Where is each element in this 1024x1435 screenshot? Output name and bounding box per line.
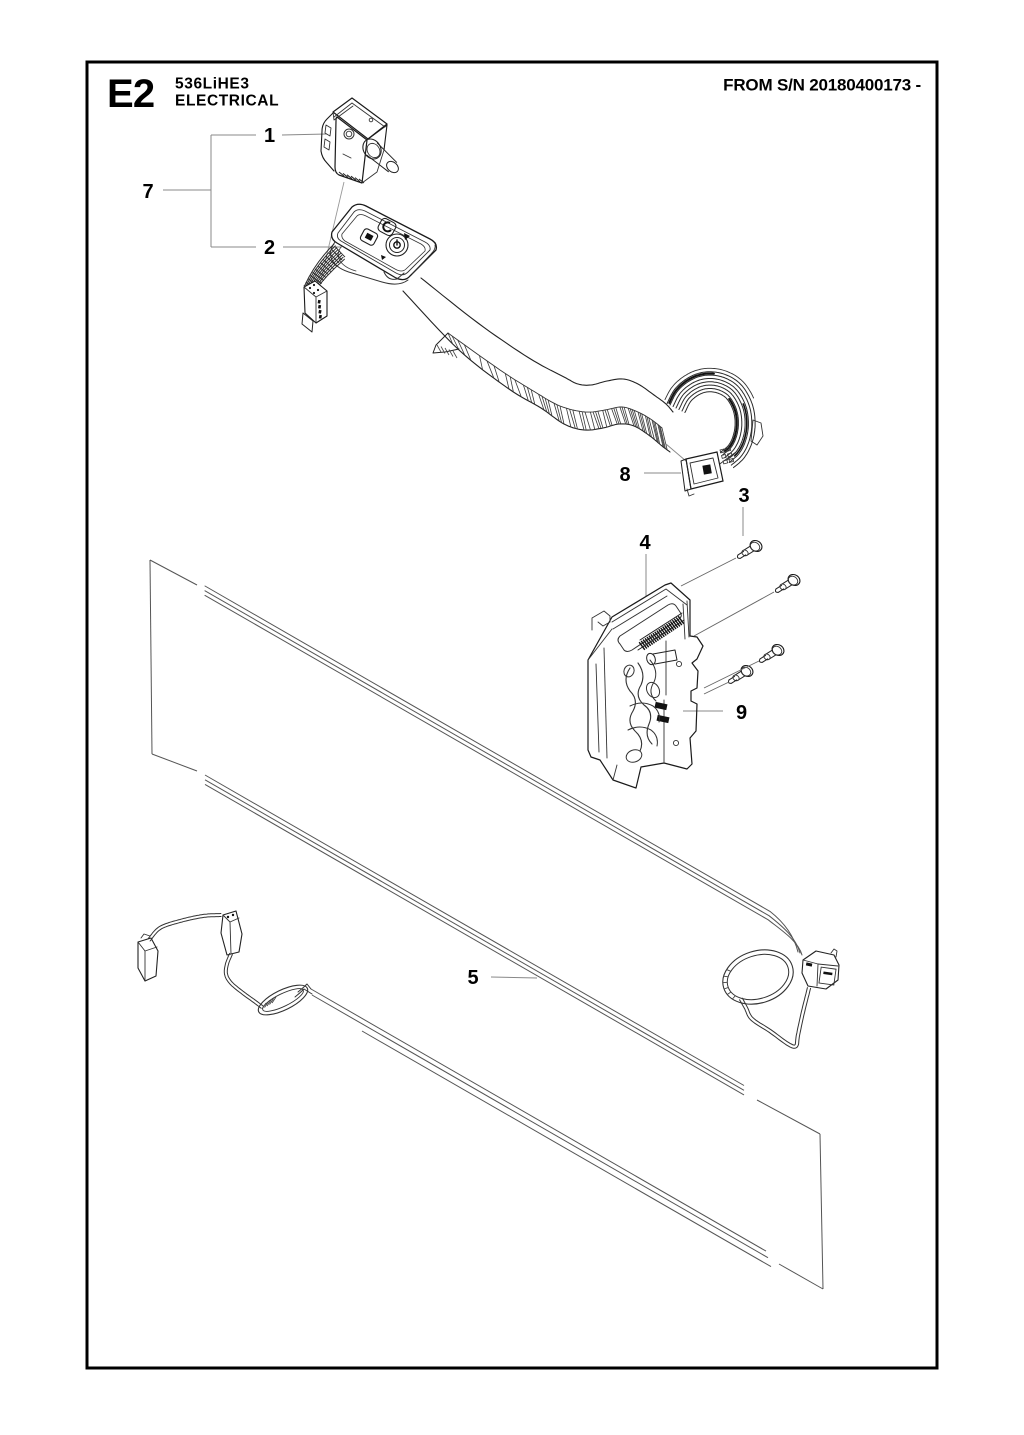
svg-text:3: 3 [738,485,749,507]
svg-text:E2: E2 [107,72,154,116]
svg-text:ELECTRICAL: ELECTRICAL [175,93,279,110]
svg-text:9: 9 [736,702,747,724]
svg-text:FROM S/N 20180400173 -: FROM S/N 20180400173 - [723,76,921,95]
svg-text:4: 4 [639,532,651,554]
svg-text:8: 8 [619,464,630,486]
svg-text:7: 7 [142,181,153,203]
svg-text:5: 5 [467,967,478,989]
svg-text:2: 2 [264,237,275,259]
svg-text:1: 1 [264,125,275,147]
svg-text:536LiHE3: 536LiHE3 [175,76,250,93]
